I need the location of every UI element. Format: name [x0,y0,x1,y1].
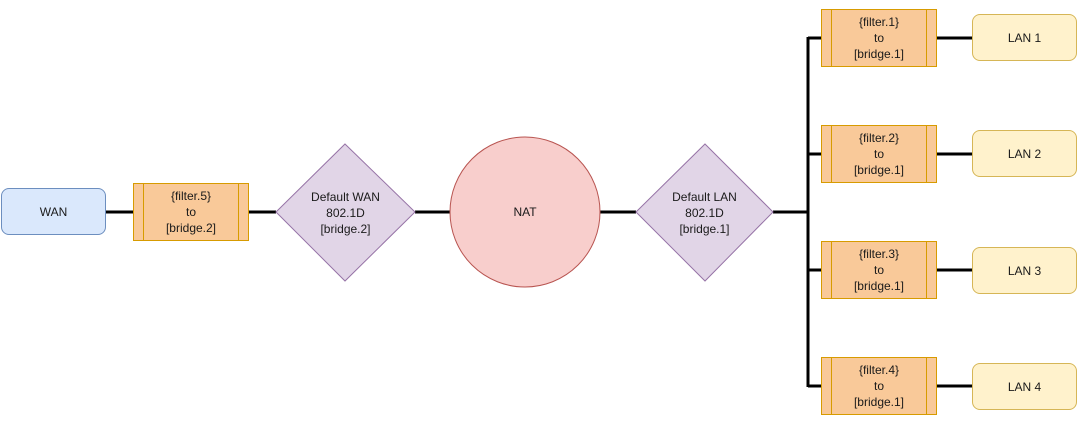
filter4-line3: [bridge.1] [853,395,905,409]
default-wan-line2: 802.1D [326,205,365,220]
lan4-label: LAN 4 [1007,379,1042,394]
filter3-line2: to [873,263,884,277]
filter5-node[interactable]: {filter.5} to [bridge.2] [133,183,249,241]
default-lan-diamond [635,143,774,282]
wan-label: WAN [39,204,68,219]
filter4-node[interactable]: {filter.4} to [bridge.1] [821,357,937,415]
filter3-node[interactable]: {filter.3} to [bridge.1] [821,241,937,299]
lan1-label: LAN 1 [1007,30,1042,45]
filter5-line3: [bridge.2] [165,221,217,235]
default-lan-line3: [bridge.1] [679,221,730,236]
filter1-line3: [bridge.1] [853,47,905,61]
wan-node[interactable]: WAN [1,188,106,235]
filter3-line1: {filter.3} [858,247,899,261]
filter2-line2: to [873,147,884,161]
filter4-line2: to [873,379,884,393]
filter2-line1: {filter.2} [858,131,899,145]
filter2-line3: [bridge.1] [853,163,905,177]
default-lan-line2: 802.1D [685,205,724,220]
default-lan-node[interactable]: Default LAN 802.1D [bridge.1] [636,144,773,281]
lan3-label: LAN 3 [1007,263,1042,278]
filter3-line3: [bridge.1] [853,279,905,293]
lan3-node[interactable]: LAN 3 [972,247,1077,294]
lan4-node[interactable]: LAN 4 [972,363,1077,410]
lan2-node[interactable]: LAN 2 [972,130,1077,177]
filter2-node[interactable]: {filter.2} to [bridge.1] [821,125,937,183]
nat-circle [449,136,601,288]
default-wan-diamond [275,143,416,282]
lan1-node[interactable]: LAN 1 [972,14,1077,61]
filter1-line1: {filter.1} [858,15,899,29]
default-wan-line3: [bridge.2] [320,221,371,236]
default-wan-line1: Default WAN [311,189,380,204]
nat-label: NAT [513,205,537,219]
filter4-line1: {filter.4} [858,363,899,377]
filter1-node[interactable]: {filter.1} to [bridge.1] [821,9,937,67]
lan2-label: LAN 2 [1007,146,1042,161]
filter1-line2: to [873,31,884,45]
nat-node[interactable]: NAT [450,137,600,287]
default-wan-node[interactable]: Default WAN 802.1D [bridge.2] [276,144,415,281]
default-lan-line1: Default LAN [672,189,737,204]
filter5-line2: to [185,205,196,219]
filter5-line1: {filter.5} [170,189,211,203]
